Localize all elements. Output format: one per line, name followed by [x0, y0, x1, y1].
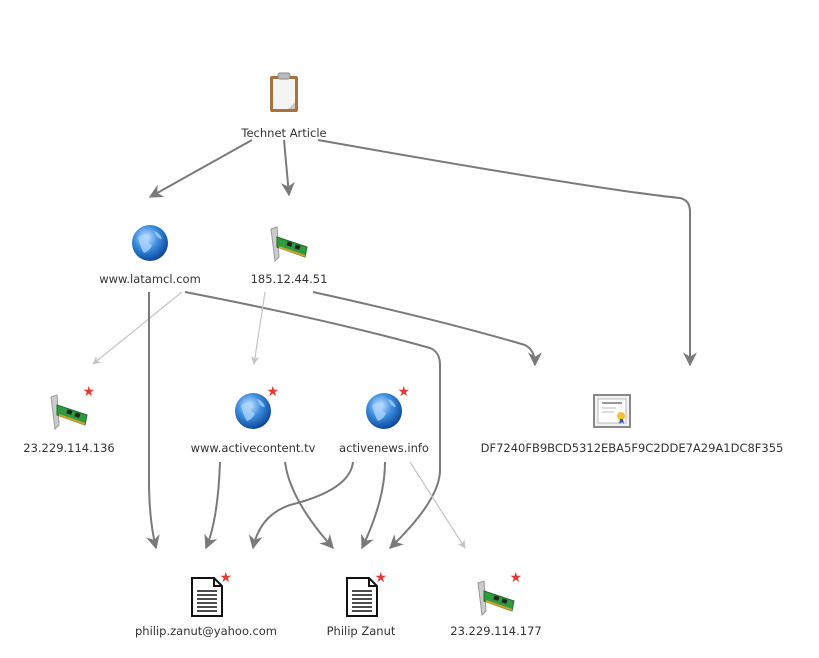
node-label-activecontent[interactable]: www.activecontent.tv — [190, 441, 316, 455]
network-card-icon[interactable]: ★ — [47, 385, 95, 433]
edge-article-to-ip185[interactable] — [280, 139, 295, 197]
node-label-activenews[interactable]: activenews.info — [339, 441, 429, 455]
star-icon: ★ — [374, 570, 387, 586]
node-label-philip[interactable]: Philip Zanut — [326, 624, 396, 638]
network-card-icon[interactable]: ★ — [474, 571, 522, 619]
star-icon: ★ — [266, 384, 279, 400]
certificate-icon[interactable] — [590, 389, 634, 433]
edge-activenews-to-philip[interactable] — [361, 461, 386, 550]
edge-ip185-to-activecontent[interactable] — [250, 291, 266, 365]
document-icon[interactable]: ★ — [184, 571, 232, 619]
node-label-email[interactable]: philip.zanut@yahoo.com — [134, 624, 278, 638]
globe-icon[interactable]: ★ — [362, 385, 410, 433]
star-icon: ★ — [82, 384, 95, 400]
edge-latamcl-to-philip[interactable] — [184, 291, 441, 549]
edge-latamcl-to-email[interactable] — [146, 292, 160, 550]
node-label-ip136[interactable]: 23.229.114.136 — [23, 441, 115, 455]
node-label-ip185[interactable]: 185.12.44.51 — [250, 272, 328, 286]
edge-activecontent-to-email[interactable] — [204, 461, 221, 550]
edge-article-to-cert[interactable] — [317, 139, 697, 367]
edge-ip185-to-cert[interactable] — [312, 291, 542, 367]
node-label-article[interactable]: Technet Article — [241, 126, 327, 140]
node-label-latamcl[interactable]: www.latamcl.com — [99, 272, 201, 286]
globe-icon[interactable] — [128, 221, 172, 265]
star-icon: ★ — [397, 384, 410, 400]
edge-activenews-to-email[interactable] — [248, 461, 354, 550]
node-label-ip177[interactable]: 23.229.114.177 — [450, 624, 542, 638]
node-label-cert[interactable]: DF7240FB9BCD5312EBA5F9C2DDE7A29A1DC8F355 — [480, 441, 784, 455]
edge-article-to-latamcl[interactable] — [148, 139, 253, 198]
edge-latamcl-to-ip136[interactable] — [92, 291, 183, 365]
document-icon[interactable]: ★ — [339, 571, 387, 619]
edge-activenews-to-ip177[interactable] — [409, 461, 466, 549]
star-icon: ★ — [219, 570, 232, 586]
network-card-icon[interactable] — [267, 221, 311, 265]
globe-icon[interactable]: ★ — [231, 385, 279, 433]
star-icon: ★ — [509, 570, 522, 586]
clipboard-icon[interactable] — [262, 70, 306, 114]
